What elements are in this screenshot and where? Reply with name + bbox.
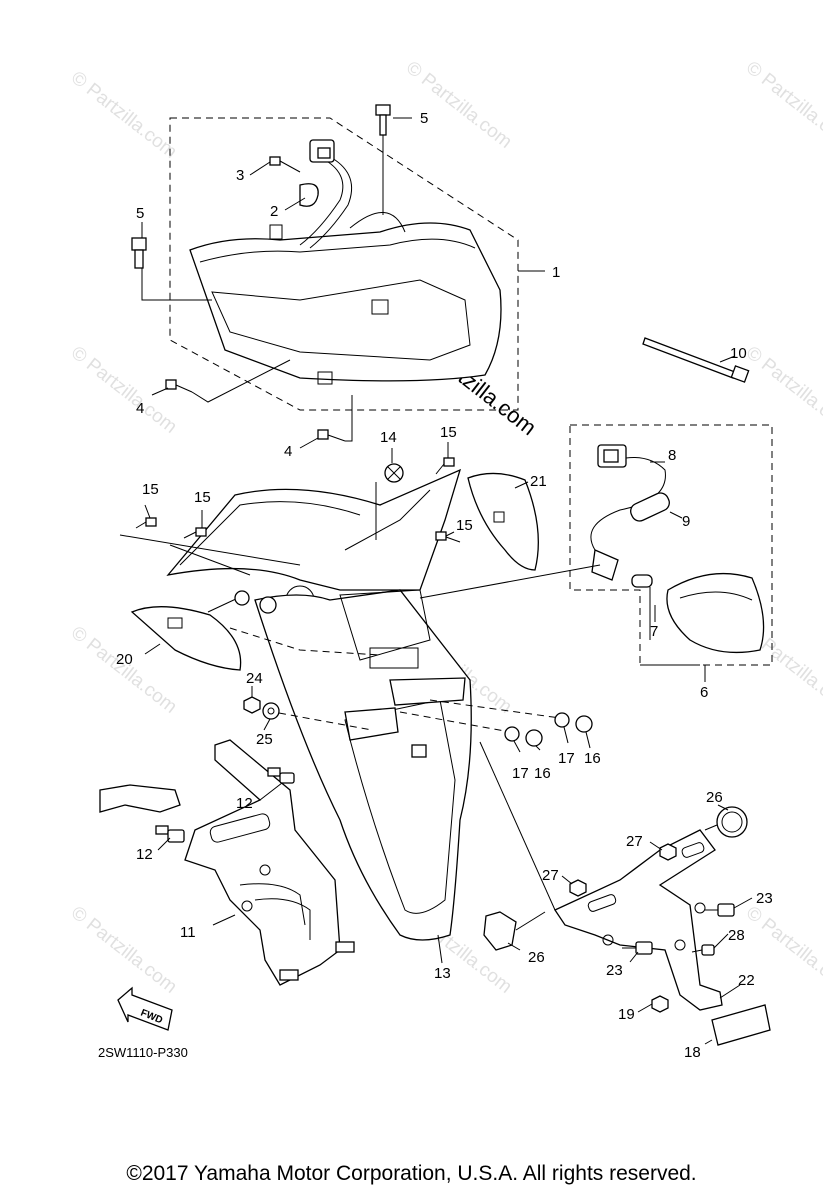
callout-19: 19 [618,1006,635,1023]
spacer-17-b[interactable] [554,712,570,728]
washer-25[interactable] [262,702,373,731]
callout-11: 11 [180,924,196,941]
nut-24[interactable] [243,696,261,714]
stud-right[interactable] [335,941,355,953]
callout-28: 28 [728,927,745,944]
callout-27: 27 [626,833,643,850]
bolt-27-lower[interactable] [569,879,587,897]
rear-fender[interactable] [254,589,472,941]
license-light-housing[interactable] [666,572,765,654]
bolt-23-left[interactable] [622,941,653,955]
callout-5: 5 [420,110,428,127]
callout-26: 26 [528,949,545,966]
wire-clamp[interactable] [299,183,319,207]
callout-12: 12 [136,846,153,863]
callout-3: 3 [236,167,244,184]
reflector-18[interactable] [711,1004,771,1046]
callout-12: 12 [236,795,253,812]
callout-16: 16 [584,750,601,767]
cable-tie[interactable] [642,337,750,383]
screw-15-b[interactable] [169,527,251,576]
socket-bulb[interactable] [591,549,653,640]
callout-9: 9 [682,513,690,530]
callout-7: 7 [650,623,658,640]
license-bracket[interactable] [554,829,723,1011]
nut-16-b[interactable] [575,715,593,733]
watermark: © Partzilla.com [742,342,823,437]
damper-left-b[interactable] [259,596,277,614]
stud-lower[interactable] [279,969,299,981]
callout-13: 13 [434,965,451,982]
callouts: 1 2 3 4 4 5 5 6 7 8 9 10 11 12 12 13 14 … [116,110,773,1061]
reflector-26-left[interactable] [483,911,546,951]
watermark: © Partzilla.com [402,57,516,152]
callout-16: 16 [534,765,551,782]
bolt-27-upper[interactable] [659,843,677,861]
callout-4: 4 [136,400,144,417]
screw-15-c[interactable] [435,457,455,475]
bolt-5-top[interactable] [375,104,391,215]
screw-4-lower[interactable] [317,395,353,442]
callout-20: 20 [116,651,133,668]
bolt-5-left[interactable] [131,237,212,301]
callout-25: 25 [256,731,273,748]
bolt-12-lower[interactable] [155,825,185,843]
reflector-26-right[interactable] [704,806,748,838]
screw-4-upper[interactable] [165,359,291,403]
callout-18: 18 [684,1044,701,1061]
damper-left-a[interactable] [234,590,250,606]
callout-2: 2 [270,203,278,220]
bolt-12-upper[interactable] [267,767,295,784]
callout-4: 4 [284,443,292,460]
watermark: © Partzilla.com [67,902,181,997]
callout-26: 26 [706,789,723,806]
bolt-23-right[interactable] [705,903,735,917]
screw-3[interactable] [269,156,301,173]
callout-15: 15 [456,517,473,534]
callout-21: 21 [530,473,547,490]
callout-22: 22 [738,972,755,989]
tail-light-assembly[interactable] [169,117,519,411]
screw-15-a[interactable] [119,517,301,566]
rear-cowl-upper[interactable] [166,468,462,615]
nut-16-a[interactable] [525,729,543,747]
bolt-28[interactable] [691,944,715,956]
clip-14[interactable] [375,463,404,540]
callout-8: 8 [668,447,676,464]
callout-6: 6 [700,684,708,701]
callout-23: 23 [606,962,623,979]
leader-lines [141,117,753,1045]
spacer-17-a[interactable] [504,726,520,742]
callout-27: 27 [542,867,559,884]
callout-17: 17 [558,750,575,767]
watermark: © Partzilla.com [742,57,823,152]
side-cover-left[interactable] [130,606,242,671]
callout-17: 17 [512,765,529,782]
callout-24: 24 [246,670,263,687]
callout-10: 10 [730,345,747,362]
diagram-code: 2SW1110-P330 [98,1045,188,1060]
callout-23: 23 [756,890,773,907]
side-cover-right[interactable] [467,472,539,571]
callout-5: 5 [136,205,144,222]
callout-15: 15 [142,481,159,498]
callout-14: 14 [380,429,397,446]
nut-19[interactable] [651,995,669,1013]
callout-15: 15 [440,424,457,441]
copyright-notice: ©2017 Yamaha Motor Corporation, U.S.A. A… [126,1162,697,1185]
rear-bracket[interactable] [99,739,341,986]
callout-1: 1 [552,264,560,281]
fwd-arrow-icon: FWD [117,986,173,1031]
callout-15: 15 [194,489,211,506]
grommet-9[interactable] [628,490,672,523]
watermark: © Partzilla.com [67,67,181,162]
